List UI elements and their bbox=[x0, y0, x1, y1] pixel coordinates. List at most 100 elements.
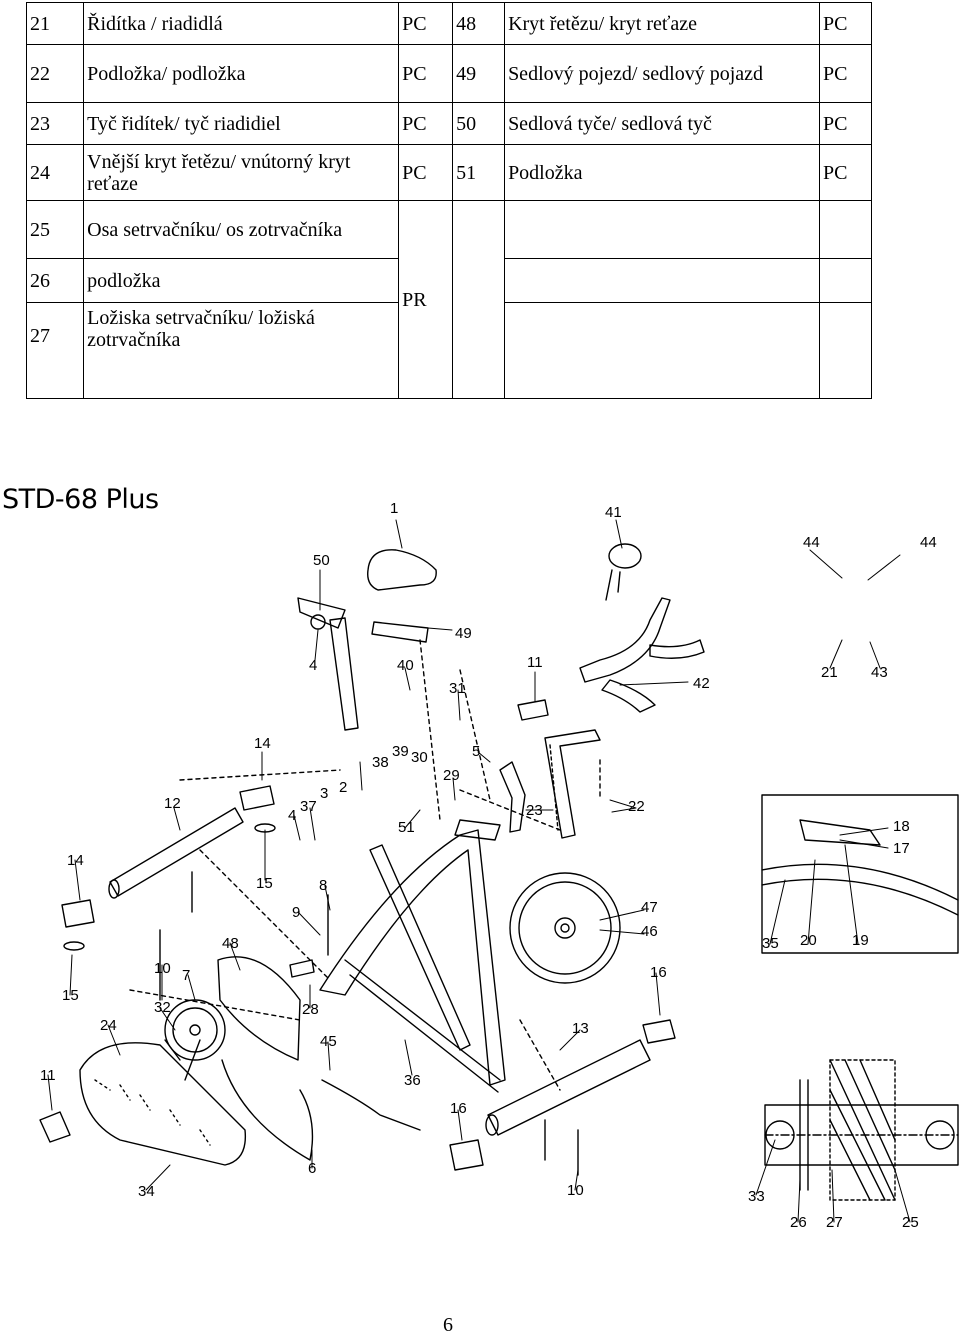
part-name: Sedlová tyče/ sedlová tyč bbox=[504, 102, 820, 145]
part-name: Vnější kryt řetězu/ vnútorný kryt reťaze bbox=[83, 144, 400, 201]
callout-label: 14 bbox=[67, 852, 84, 869]
part-name: Sedlový pojezd/ sedlový pojazd bbox=[504, 44, 820, 103]
callout-label: 42 bbox=[693, 675, 710, 692]
callout-label: 22 bbox=[628, 798, 645, 815]
callout-label: 17 bbox=[893, 840, 910, 857]
empty-cell bbox=[818, 302, 873, 399]
callout-label: 50 bbox=[313, 552, 330, 569]
callout-label: 16 bbox=[450, 1100, 467, 1117]
callout-label: 27 bbox=[826, 1214, 843, 1231]
leader-lines bbox=[47, 519, 911, 1223]
detail-view-top bbox=[761, 794, 959, 954]
empty-cell bbox=[818, 258, 873, 303]
part-name: podložka bbox=[83, 258, 400, 303]
callout-label: 11 bbox=[40, 1067, 56, 1084]
callout-label: 13 bbox=[572, 1020, 589, 1037]
callout-labels: 1 50 41 44 44 49 4 40 11 21 43 42 31 14 … bbox=[40, 500, 937, 1231]
part-number: 26 bbox=[25, 258, 85, 303]
model-title: STD-68 Plus bbox=[2, 484, 159, 515]
callout-label: 40 bbox=[397, 657, 414, 674]
part-number: 51 bbox=[452, 144, 506, 201]
callout-label: 30 bbox=[411, 749, 428, 766]
callout-label: 14 bbox=[254, 735, 271, 752]
empty-cell bbox=[452, 200, 506, 399]
callout-label: 9 bbox=[292, 904, 300, 921]
empty-cell bbox=[504, 302, 820, 399]
callout-label: 37 bbox=[300, 798, 317, 815]
callout-label: 51 bbox=[398, 819, 415, 836]
detail-view-section bbox=[764, 1059, 959, 1201]
callout-label: 29 bbox=[443, 767, 460, 784]
callout-label: 21 bbox=[821, 664, 838, 681]
callout-label: 12 bbox=[164, 795, 181, 812]
callout-label: 11 bbox=[527, 654, 543, 671]
callout-label: 44 bbox=[920, 534, 937, 551]
callout-label: 15 bbox=[62, 987, 79, 1004]
callout-label: 45 bbox=[320, 1033, 337, 1050]
table-row: 21 Řidítka / riadidlá PC 48 Kryt řetězu/… bbox=[25, 2, 873, 45]
callout-label: 4 bbox=[288, 807, 296, 824]
callout-label: 8 bbox=[319, 877, 327, 894]
callout-label: 46 bbox=[641, 923, 658, 940]
callout-label: 20 bbox=[800, 932, 817, 949]
table-row: 22 Podložka/ podložka PC 49 Sedlový poje… bbox=[25, 44, 873, 103]
callout-label: 16 bbox=[650, 964, 667, 981]
callout-label: 28 bbox=[302, 1001, 319, 1018]
part-name: Kryt řetězu/ kryt reťaze bbox=[504, 2, 820, 45]
part-name: Podložka/ podložka bbox=[83, 44, 400, 103]
callout-label: 39 bbox=[392, 743, 409, 760]
callout-label: 23 bbox=[526, 802, 543, 819]
part-unit: PC bbox=[398, 102, 454, 145]
callout-label: 26 bbox=[790, 1214, 807, 1231]
callout-label: 38 bbox=[372, 754, 389, 771]
callout-label: 18 bbox=[893, 818, 910, 835]
empty-cell bbox=[818, 200, 873, 259]
callout-label: 2 bbox=[339, 779, 347, 796]
callout-label: 41 bbox=[605, 504, 622, 521]
callout-label: 7 bbox=[182, 967, 190, 984]
table-row: 24 Vnější kryt řetězu/ vnútorný kryt reť… bbox=[25, 144, 873, 201]
callout-label: 10 bbox=[567, 1182, 584, 1199]
callout-label: 34 bbox=[138, 1183, 155, 1200]
part-name: Řidítka / riadidlá bbox=[83, 2, 400, 45]
callout-label: 36 bbox=[404, 1072, 421, 1089]
part-number: 48 bbox=[452, 2, 506, 45]
callout-label: 48 bbox=[222, 935, 239, 952]
callout-label: 44 bbox=[803, 534, 820, 551]
callout-label: 5 bbox=[472, 743, 480, 760]
part-number: 21 bbox=[25, 2, 85, 45]
callout-label: 4 bbox=[309, 657, 317, 674]
callout-label: 31 bbox=[449, 680, 466, 697]
part-number: 27 bbox=[25, 302, 85, 399]
part-name: Tyč řidítek/ tyč riadidiel bbox=[83, 102, 400, 145]
part-number: 22 bbox=[25, 44, 85, 103]
callout-label: 47 bbox=[641, 899, 658, 916]
callout-label: 3 bbox=[320, 785, 328, 802]
empty-cell bbox=[504, 200, 820, 259]
callout-label: 24 bbox=[100, 1017, 117, 1034]
callout-label: 10 bbox=[154, 960, 171, 977]
part-unit: PR bbox=[398, 200, 454, 399]
callout-label: 32 bbox=[154, 999, 171, 1016]
part-unit: PC bbox=[398, 44, 454, 103]
table-row: 27 Ložiska setrvačníku/ ložiská zotrvačn… bbox=[25, 302, 873, 399]
callout-label: 33 bbox=[748, 1188, 765, 1205]
callout-label: 6 bbox=[308, 1160, 316, 1177]
bike-drawing bbox=[39, 543, 705, 1176]
table-row: 26 podložka bbox=[25, 258, 873, 303]
table-row: 23 Tyč řidítek/ tyč riadidiel PC 50 Sedl… bbox=[25, 102, 873, 145]
callout-label: 43 bbox=[871, 664, 888, 681]
callout-label: 25 bbox=[902, 1214, 919, 1231]
part-unit: PC bbox=[818, 44, 873, 103]
empty-cell bbox=[504, 258, 820, 303]
part-number: 23 bbox=[25, 102, 85, 145]
page-number: 6 bbox=[443, 1314, 453, 1336]
part-unit: PC bbox=[818, 2, 873, 45]
part-name: Ložiska setrvačníku/ ložiská zotrvačníka bbox=[83, 302, 400, 399]
callout-label: 49 bbox=[455, 625, 472, 642]
part-number: 50 bbox=[452, 102, 506, 145]
callout-label: 35 bbox=[762, 935, 779, 952]
parts-table: 21 Řidítka / riadidlá PC 48 Kryt řetězu/… bbox=[25, 2, 873, 399]
table-row: 25 Osa setrvačníku/ os zotrvačníka PR bbox=[25, 200, 873, 399]
